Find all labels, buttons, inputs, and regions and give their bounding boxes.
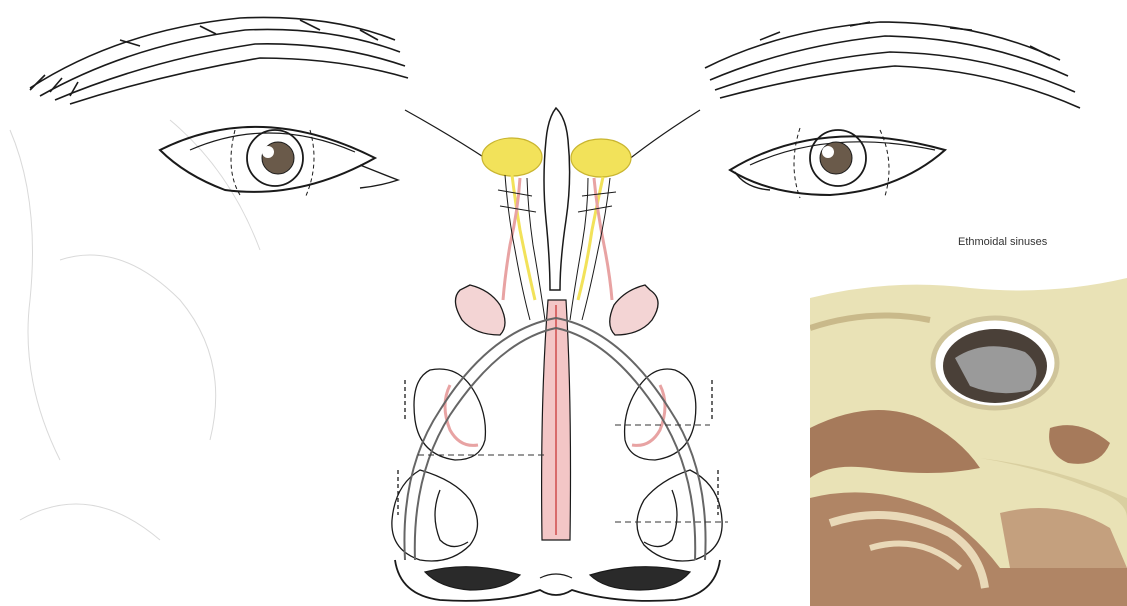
left-frontal-sinus (482, 138, 542, 176)
right-eyebrow (705, 22, 1080, 108)
left-eyebrow (30, 17, 408, 104)
ethmoidal-sinuses-photo (810, 268, 1127, 606)
background-sketch (10, 120, 260, 540)
ethmoidal-photo-illustration (810, 268, 1127, 606)
right-eye (730, 128, 945, 198)
nostrils (395, 560, 720, 601)
right-frontal-sinus (571, 139, 631, 177)
photo-label: Ethmoidal sinuses (958, 236, 1118, 248)
left-nasal-cartilage (392, 285, 505, 561)
septal-vessels (542, 300, 571, 540)
nasal-septum-crest (544, 108, 570, 290)
left-eye (160, 127, 398, 198)
